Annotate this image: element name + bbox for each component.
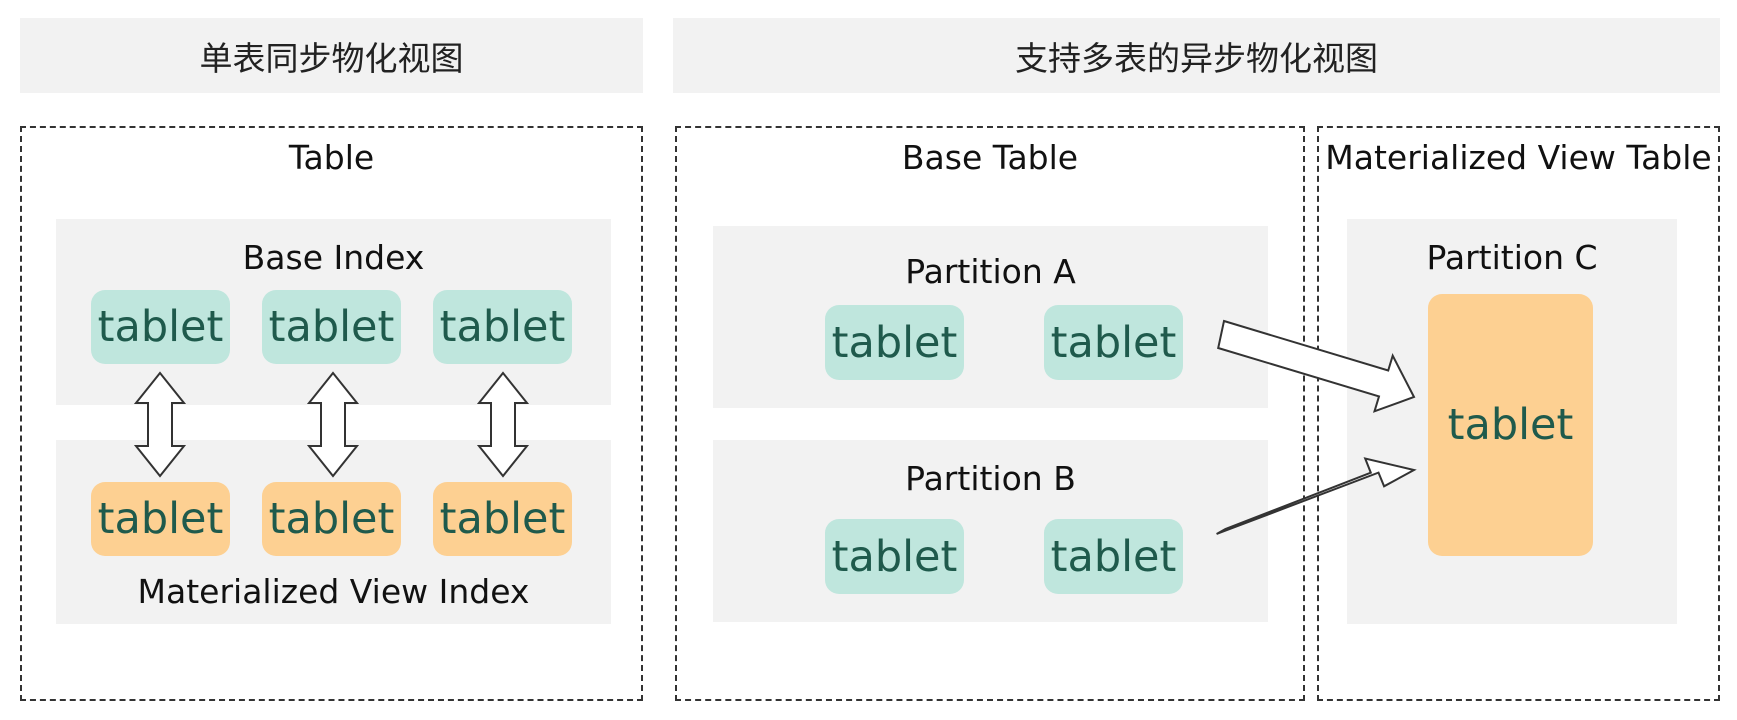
header-sync-mv: 单表同步物化视图 [20,18,643,93]
base-index-label: Base Index [242,237,425,277]
table-container [20,126,643,701]
mv-table-label: Materialized View Table [1325,137,1712,177]
partition-a-tablet-2: tablet [1044,305,1183,380]
header-async-mv: 支持多表的异步物化视图 [673,18,1720,93]
partition-b-tablet-1: tablet [825,519,964,594]
mv-tablet-3: tablet [433,482,572,556]
base-tablet-1: tablet [91,290,230,364]
partition-b-tablet-2: tablet [1044,519,1183,594]
header-async-mv-title: 支持多表的异步物化视图 [1015,38,1378,78]
mv-index-label: Materialized View Index [137,571,530,611]
partition-a-label: Partition A [905,251,1076,291]
base-tablet-3: tablet [433,290,572,364]
base-table-label: Base Table [901,137,1079,177]
mv-tablet-2: tablet [262,482,401,556]
partition-b-label: Partition B [905,458,1076,498]
base-tablet-2: tablet [262,290,401,364]
partition-c-tablet: tablet [1428,294,1593,556]
table-label: Table [288,137,375,177]
partition-c-label: Partition C [1426,237,1598,277]
partition-a-tablet-1: tablet [825,305,964,380]
mv-table-container [1317,126,1720,701]
mv-tablet-1: tablet [91,482,230,556]
header-sync-mv-title: 单表同步物化视图 [199,38,464,78]
base-table-container [675,126,1305,701]
